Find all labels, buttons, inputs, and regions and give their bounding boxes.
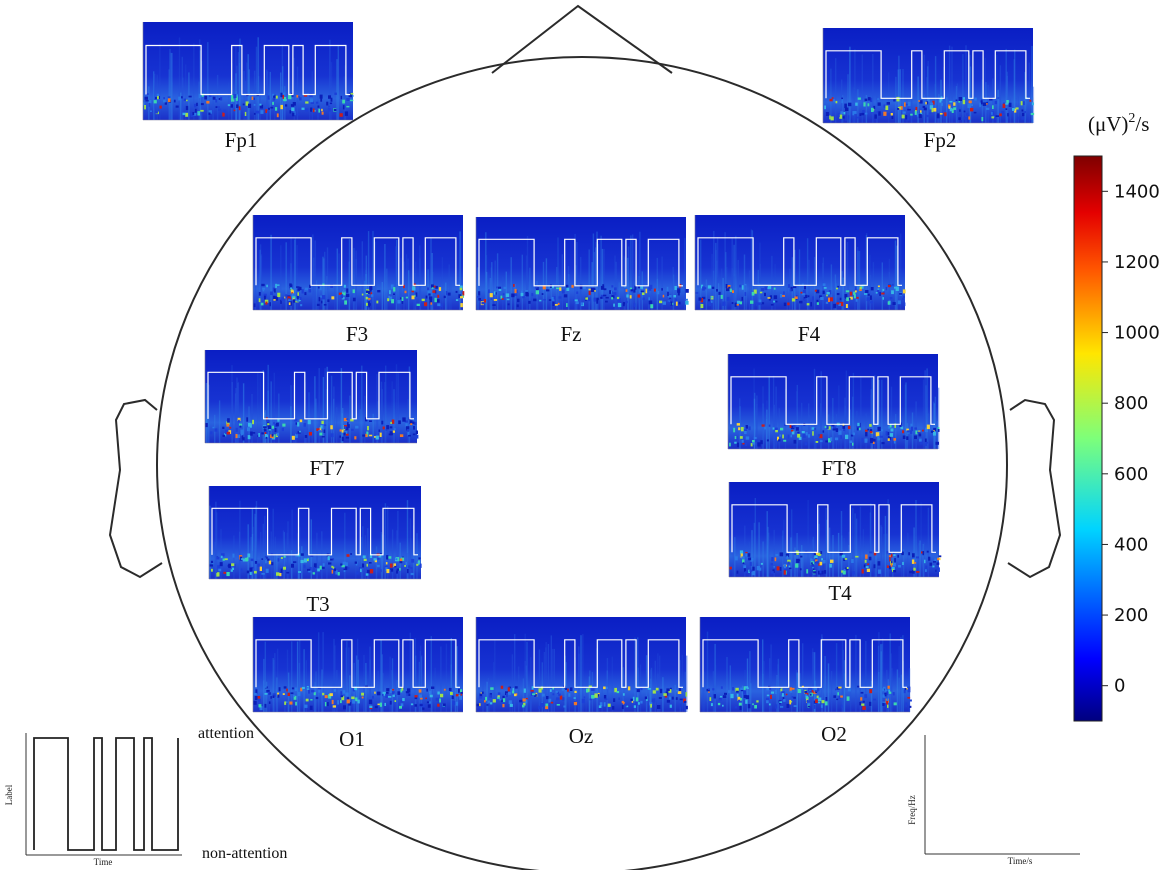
spectrogram-ft8: [727, 354, 940, 450]
head-circle: [156, 56, 1008, 870]
colorbar-unit-exponent: 2: [1128, 111, 1135, 126]
label-legend-y-axis-label: Label: [4, 784, 14, 805]
attention-label-trace: [478, 639, 683, 688]
spectrogram-fp2: [822, 28, 1035, 124]
spectrogram-texture: [824, 45, 1035, 124]
colorbar-tick-label: 1400: [1114, 181, 1160, 202]
channel-label-f3: F3: [346, 322, 368, 346]
channel-label-fz: Fz: [561, 322, 582, 346]
spectrogram-texture: [729, 368, 940, 449]
attention-label-trace: [697, 237, 902, 286]
attention-label-trace: [731, 504, 936, 553]
attention-label-trace: [478, 238, 683, 287]
channel-label-ft7: FT7: [309, 456, 344, 480]
channel-label-ft8: FT8: [821, 456, 856, 480]
spectrogram-background: [700, 617, 910, 712]
right-ear: [1007, 398, 1062, 579]
channel-label-f4: F4: [798, 322, 821, 346]
spectrogram-texture: [477, 231, 689, 310]
spectrogram-fp1: [142, 22, 354, 121]
spectrogram-fz: [475, 217, 689, 311]
nose: [491, 4, 673, 74]
colorbar-tick-label: 400: [1114, 534, 1148, 555]
attention-label-trace: [730, 376, 935, 425]
colorbar-tick-label: 200: [1114, 605, 1148, 626]
colorbar-tick-label: 0: [1114, 676, 1125, 697]
colorbar-unit-tail: /s: [1135, 112, 1149, 136]
spectrogram-axes-legend: Freq/Hz Time/s: [907, 735, 1080, 866]
colorbar-tick-label: 1000: [1114, 323, 1160, 344]
label-legend: Label Time attention non-attention: [4, 725, 287, 867]
spectrogram-legend-y-axis-label: Freq/Hz: [907, 795, 917, 825]
spectrogram-f4: [694, 215, 906, 311]
channel-label-fp2: Fp2: [924, 128, 957, 152]
spectrogram-oz: [475, 617, 688, 713]
colorbar-gradient: [1073, 155, 1103, 722]
channel-label-oz: Oz: [569, 724, 594, 748]
spectrogram-texture: [702, 631, 912, 712]
non-attention-label: non-attention: [202, 845, 287, 862]
spectrogram-f3: [252, 215, 465, 311]
colorbar-unit-label: (μV)2/s: [1088, 111, 1149, 136]
colorbar-tick-label: 800: [1114, 393, 1148, 414]
attention-label-trace: [825, 50, 1030, 99]
spectrogram-t4: [728, 482, 942, 578]
attention-label-trace: [702, 639, 907, 688]
attention-label-trace: [211, 507, 418, 556]
spectrogram-ft7: [204, 350, 419, 444]
left-ear: [108, 398, 163, 579]
channel-label-o1: O1: [339, 727, 365, 751]
spectrogram-texture: [729, 498, 942, 577]
colorbar: (μV)2/s 0 200 400 600 800 1000 1200 1400: [1073, 111, 1160, 722]
channel-label-t4: T4: [828, 581, 852, 605]
colorbar-tick-label: 600: [1114, 464, 1148, 485]
channel-label-fp1: Fp1: [225, 128, 258, 152]
attention-label: attention: [198, 725, 254, 742]
colorbar-unit-main: (μV): [1088, 112, 1128, 136]
spectrogram-o1: [252, 617, 463, 713]
attention-label-trace: [207, 371, 414, 420]
channel-label-o2: O2: [821, 722, 847, 746]
colorbar-tick-label: 1200: [1114, 252, 1160, 273]
attention-label-trace: [145, 44, 350, 96]
label-legend-x-axis-label: Time: [94, 857, 113, 867]
head-outline: [108, 4, 1062, 870]
spectrogram-o2: [699, 617, 912, 713]
attention-label-trace: [255, 237, 460, 286]
spectrogram-legend-x-axis-label: Time/s: [1008, 856, 1033, 866]
channel-label-t3: T3: [306, 592, 329, 616]
spectrogram-texture: [695, 229, 906, 310]
label-legend-waveform: [33, 737, 179, 851]
colorbar-ticks: 0 200 400 600 800 1000 1200 1400: [1102, 181, 1160, 697]
attention-label-trace: [255, 639, 460, 688]
spectrogram-background: [729, 482, 939, 577]
spectrogram-t3: [208, 486, 422, 580]
spectrogram-texture: [209, 500, 422, 579]
